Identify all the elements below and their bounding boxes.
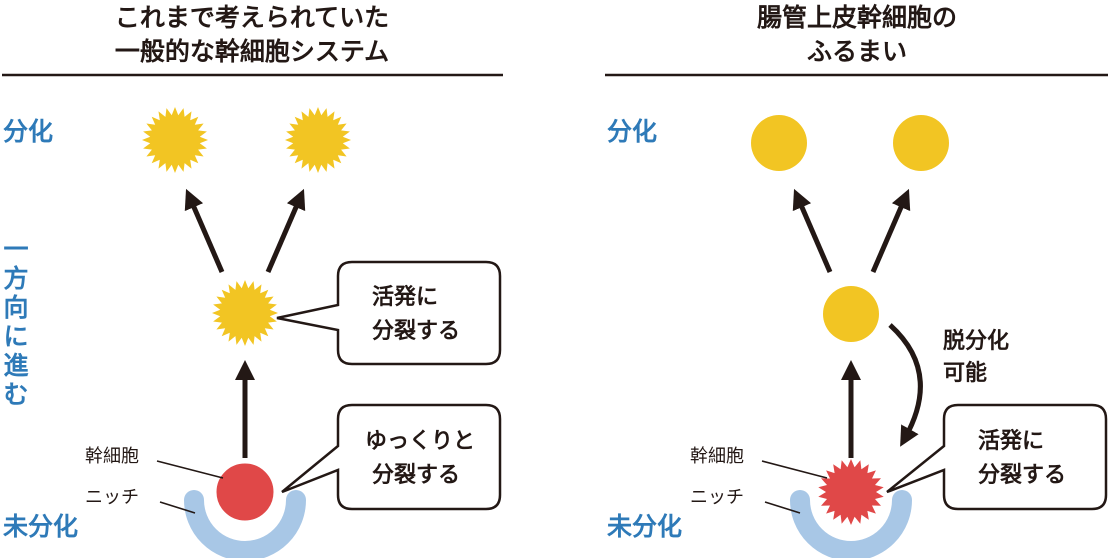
direction-char: 方: [3, 264, 28, 293]
right-arrow-up-left: [792, 188, 833, 273]
direction-char: 一: [3, 235, 28, 264]
left-stem-cell-leader: [156, 460, 224, 479]
right-label-undifferentiated: 未分化: [607, 512, 682, 541]
left-arrow-up-left: [184, 188, 225, 273]
direction-char: に: [3, 322, 28, 351]
left-label-stem-cell: 幹細胞: [85, 446, 139, 467]
left-bubble-active-line2: 分裂する: [372, 319, 460, 344]
left-niche: [184, 490, 306, 558]
right-dedifferentiation-line1: 脱分化: [943, 328, 1009, 354]
left-niche-leader: [159, 501, 196, 514]
right-bubble-active-line1: 活発に: [978, 429, 1044, 454]
right-arrow-up-right: [870, 188, 911, 273]
right-title-line1: 腸管上皮幹細胞の: [757, 3, 957, 32]
right-differentiated-cell-2: [893, 115, 949, 171]
left-direction-label: 一 方 向 に 進 む: [3, 235, 28, 409]
left-label-undifferentiated: 未分化: [3, 512, 78, 541]
direction-char: 向: [3, 293, 28, 322]
right-progenitor-cell: [823, 286, 879, 342]
direction-char: 進: [3, 351, 28, 380]
right-niche: [790, 490, 912, 558]
left-active-cell: [212, 280, 278, 346]
left-label-differentiated: 分化: [3, 117, 53, 146]
right-bubble-active: [886, 403, 1108, 511]
left-title-line2: 一般的な幹細胞システム: [115, 37, 389, 66]
right-label-stem-cell: 幹細胞: [690, 446, 744, 467]
left-title-line1: これまで考えられていた: [115, 3, 389, 32]
right-label-differentiated: 分化: [607, 117, 657, 146]
right-title-line2: ふるまい: [807, 37, 907, 66]
left-stem-cell: [213, 460, 277, 524]
right-dedifferentiation-line2: 可能: [943, 360, 987, 386]
right-stem-cell: [818, 459, 884, 525]
direction-char: む: [3, 380, 28, 409]
right-stem-cell-leader: [761, 460, 828, 479]
left-bubble-active-line1: 活発に: [372, 285, 438, 310]
right-differentiated-cell-1: [751, 115, 807, 171]
right-bubble-active-line2: 分裂する: [978, 463, 1066, 488]
left-bubble-active: [276, 260, 502, 366]
right-label-niche: ニッチ: [690, 487, 744, 508]
left-label-niche: ニッチ: [85, 487, 139, 508]
right-dedifferentiation-arrow: [888, 323, 923, 447]
left-differentiated-cell-1: [142, 107, 208, 173]
left-differentiated-cell-2: [285, 107, 351, 173]
left-arrow-up-right: [265, 188, 306, 273]
left-bubble-slow: [281, 403, 502, 511]
left-bubble-slow-line1: ゆっくりと: [365, 429, 475, 454]
right-niche-leader: [764, 501, 801, 514]
left-bubble-slow-line2: 分裂する: [372, 463, 460, 488]
